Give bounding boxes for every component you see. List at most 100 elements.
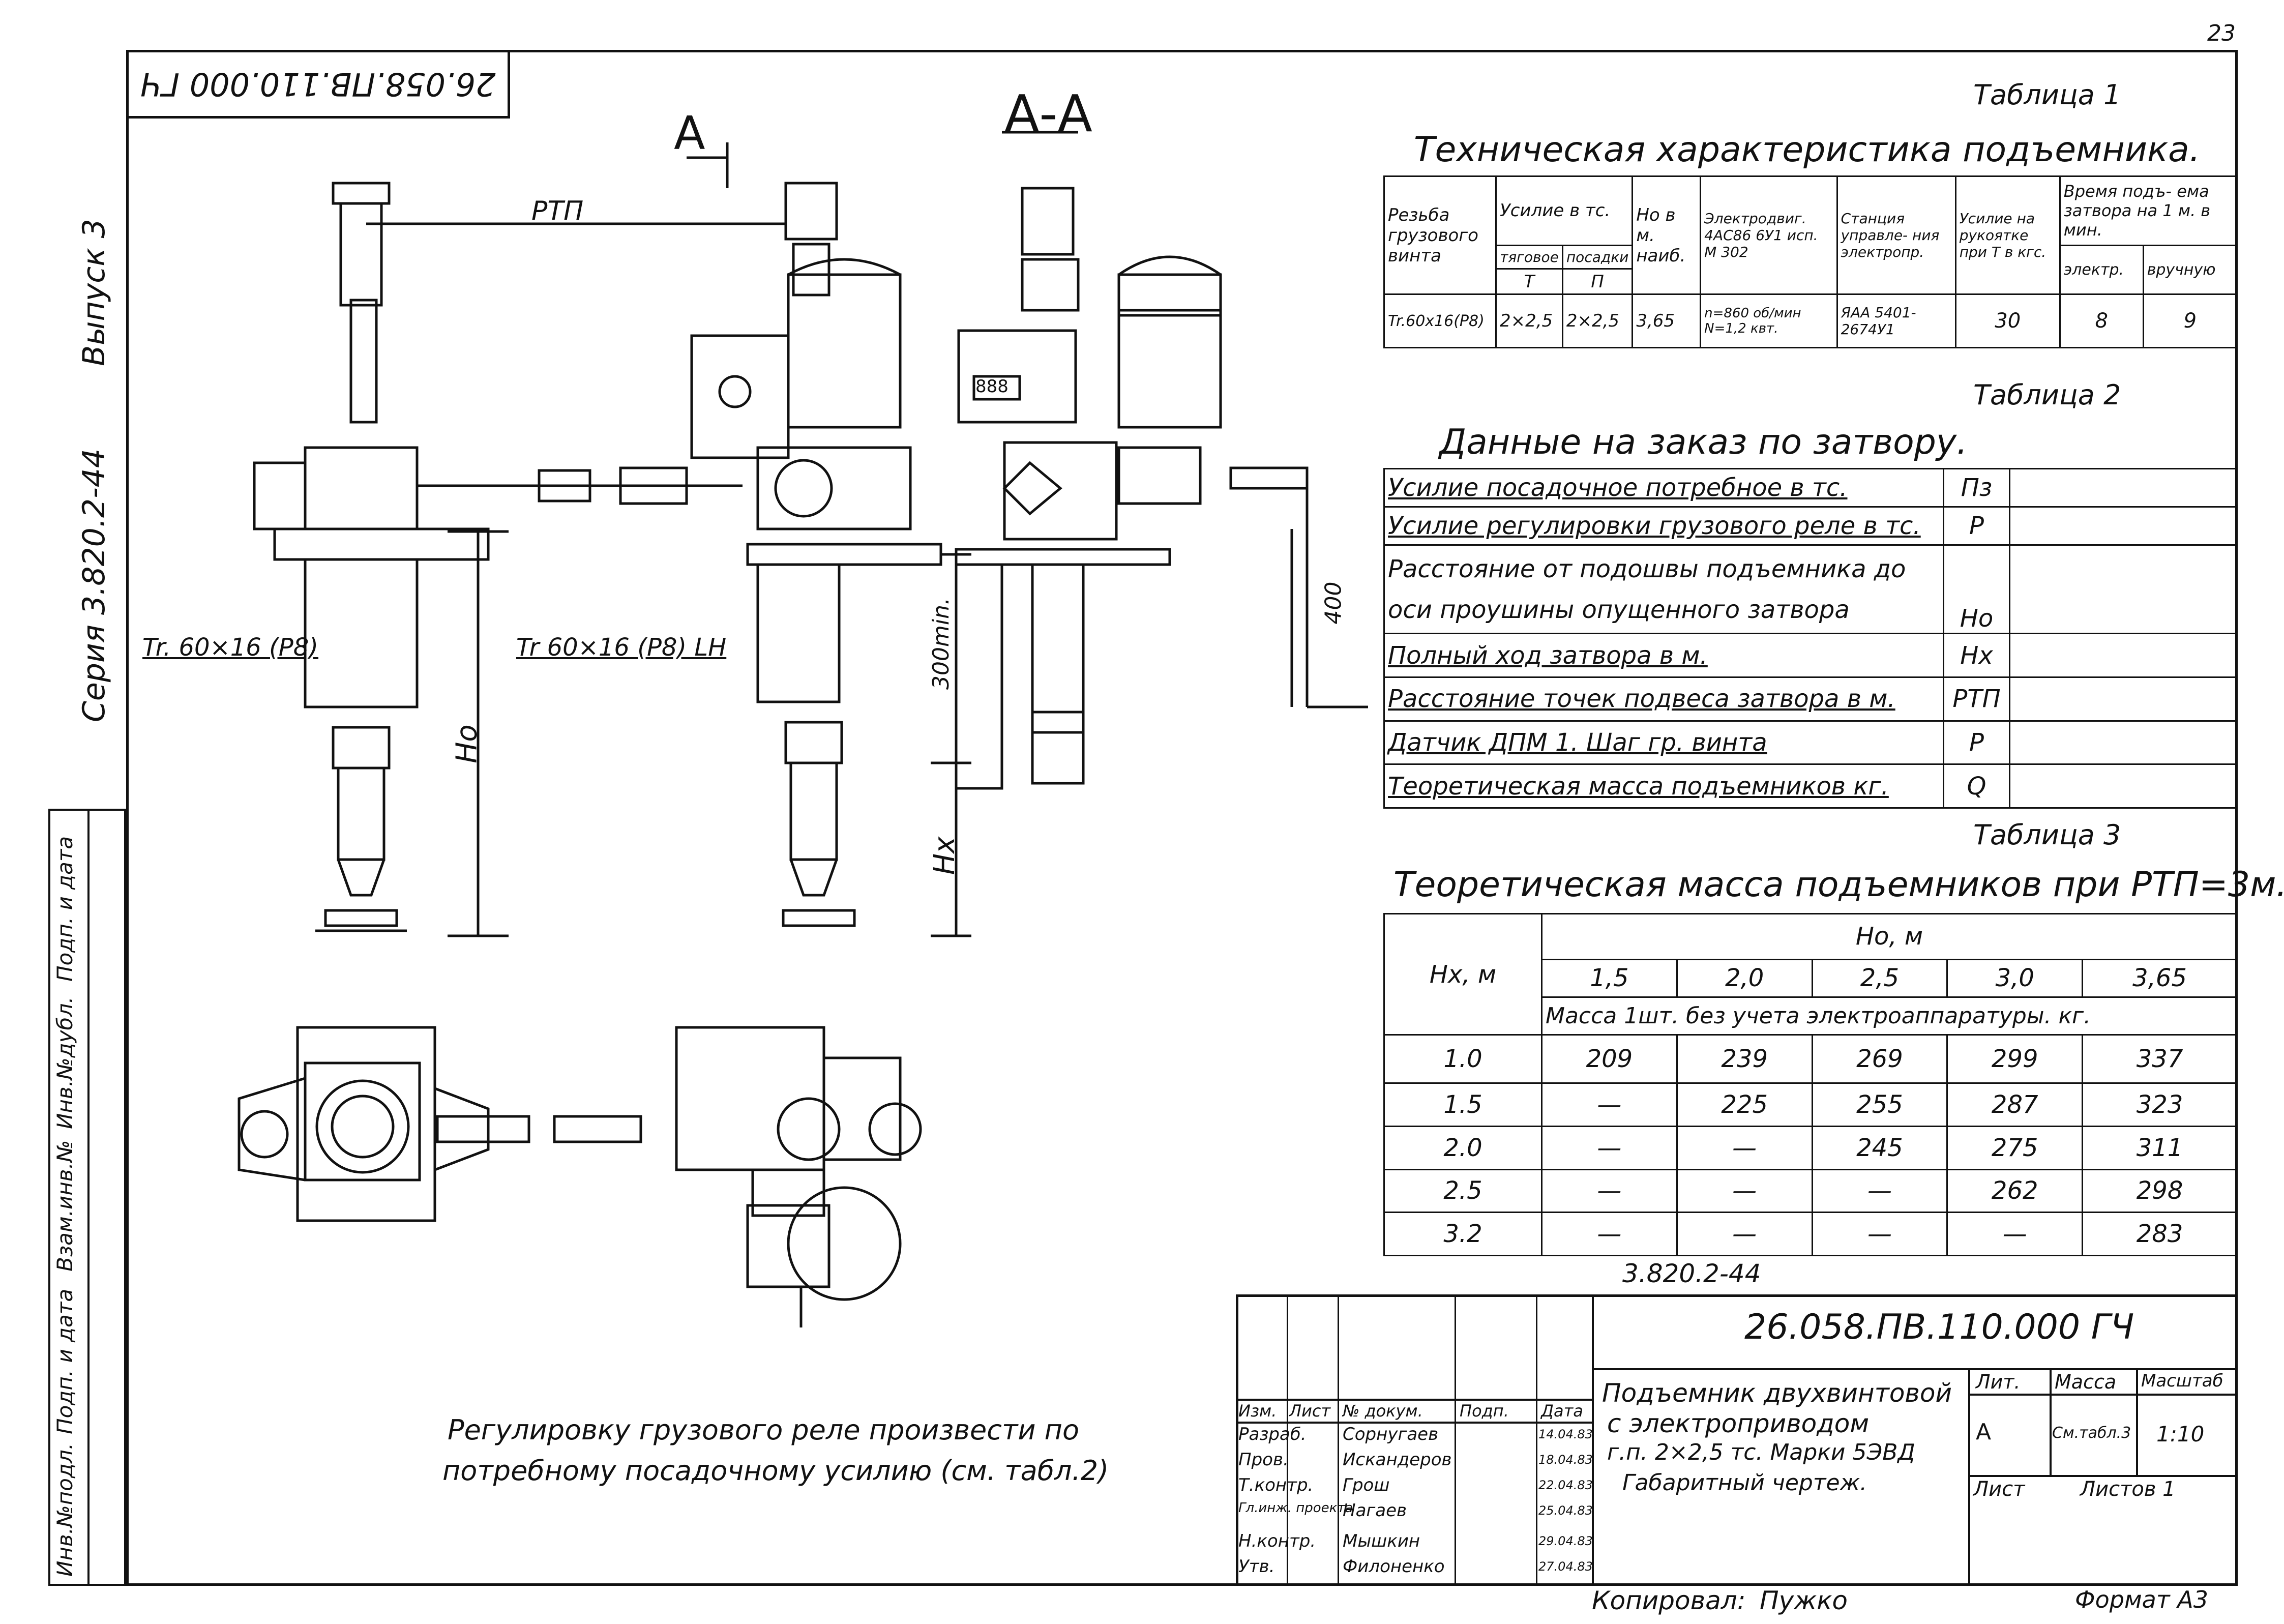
table3-below: 3.820.2-44 [1622,1259,1761,1288]
tb-person: Филоненко [1343,1556,1445,1577]
thread-right: Tr 60×16 (P8) LH [516,633,727,662]
t3-cell: 255 [1811,1082,1948,1127]
t1-cell: 3,65 [1632,293,1702,348]
t1-cell: n=860 об/мин N=1,2 квт. [1700,293,1838,348]
t2-label: Усилие посадочное потребное в тс. [1383,468,1944,508]
drawing-frame [126,50,2238,1586]
tb-head-sign: Подп. [1460,1401,1509,1421]
tb-h-lit: Лит. [1976,1371,2021,1393]
t3-cell: — [1541,1125,1678,1170]
dim-400-label: 400 [1320,581,1347,625]
t3-hx: 2.0 [1383,1125,1543,1170]
page-number: 23 [2207,20,2236,46]
t2-label: Теоретическая масса подъемников кг. [1383,763,1944,809]
t1-h-force-t: тяговое [1495,244,1563,270]
tb-person: Мышкин [1343,1531,1420,1551]
t3-cell: — [1676,1212,1813,1256]
t3-cell: — [1946,1212,2084,1256]
tb-role: Утв. [1238,1556,1275,1577]
t3-cell: 299 [1946,1034,2084,1084]
t3-cell: 337 [2082,1034,2238,1084]
t3-cell: 269 [1811,1034,1948,1084]
tb-date: 29.04.83 [1538,1534,1593,1548]
tb-person: Сорнугаев [1343,1424,1439,1444]
t3-col: 3,65 [2082,958,2238,998]
section-mark: А [674,107,705,160]
t3-cell: 298 [2082,1168,2238,1214]
t2-sym: Ho [1943,544,2010,635]
t2-sym: Q [1943,763,2010,809]
t3-hx: 1.5 [1383,1082,1543,1127]
title-name-3: г.п. 2×2,5 тс. Марки 5ЭВД [1607,1439,1915,1465]
t3-cell: 287 [1946,1082,2084,1127]
table1: Резьба грузового винта Усилие в тс. Ho в… [1383,175,2238,348]
t2-label: Расстояние от подошвы подъемника до оси … [1383,544,1944,635]
footer-format: Формат А3 [2075,1586,2208,1613]
tb-person: Нагаев [1343,1500,1407,1521]
tb-head-doc: № докум. [1343,1401,1423,1421]
rtp-label: РТП [531,196,584,226]
t3-cell: — [1541,1168,1678,1214]
tb-role: Разраб. [1238,1424,1307,1444]
t2-sym: P [1943,720,2010,765]
t1-cell: 8 [2059,293,2144,348]
t1-h-force: Усилие в тс. [1495,175,1634,246]
t1-cell: 2×2,5 [1561,293,1634,348]
table2-caption: Таблица 2 [1973,379,2121,411]
table3-caption: Таблица 3 [1973,819,2121,851]
tb-head-list: Лист [1289,1401,1331,1421]
tb-sheets: Листов 1 [2080,1478,2176,1501]
t3-cell: 323 [2082,1082,2238,1127]
hx-dim-label: Hx [928,836,962,875]
t1-cell: ЯАА 5401- 2674У1 [1836,293,1956,348]
t1-h-motor: Электродвиг. 4АС86 6У1 исп. М 302 [1700,175,1838,296]
tb-person: Грош [1343,1475,1390,1495]
dim-300-label: 300min. [928,598,954,690]
title-code: 26.058.ПВ.110.000 ГЧ [1744,1307,2134,1347]
tb-mass: См.табл.3 [2052,1424,2131,1442]
t2-label: Расстояние точек подвеса затвора в м. [1383,676,1944,722]
t3-cell: 262 [1946,1168,2084,1214]
t3-cell: — [1676,1168,1813,1214]
table1-title: Техническая характеристика подъемника. [1414,130,2201,170]
tb-role: Гл.инж. проекта [1238,1500,1353,1516]
tb-sheet: Лист [1973,1478,2025,1501]
ho-dim-label: Ho [450,724,484,763]
tb-role: Т.контр. [1238,1475,1314,1495]
t1-h-handle: Усилие на рукоятке при Т в кгс. [1954,175,2061,296]
title-block [1236,1294,2238,1586]
tb-scale: 1:10 [2156,1422,2205,1446]
t3-cell: 275 [1946,1125,2084,1170]
tb-head-date: Дата [1541,1401,1583,1421]
t1-cell: 2×2,5 [1495,293,1563,348]
title-name-2: с электроприводом [1607,1409,1870,1438]
t3-col: 1,5 [1541,958,1678,998]
t3-hx: 3.2 [1383,1212,1543,1256]
t1-cell: Tr.60x16(P8) [1383,293,1497,348]
title-name-1: Подъемник двухвинтовой [1602,1378,1952,1408]
thread-left: Tr. 60×16 (P8) [142,633,319,662]
margin-stamp [48,809,126,1586]
tb-head-izm: Изм. [1238,1401,1277,1421]
t2-label: Усилие регулировки грузового реле в тс. [1383,506,1944,546]
t1-h-time: Время подъ- ема затвора на 1 м. в мин. [2059,175,2238,246]
t3-cell: 225 [1676,1082,1813,1127]
tb-lit: А [1976,1419,1992,1445]
t1-h-ho: Ho в м. наиб. [1632,175,1702,296]
t3-hx: 2.5 [1383,1168,1543,1214]
t3-cell: — [1676,1125,1813,1170]
t3-col: 2,0 [1676,958,1813,998]
tb-person: Искандеров [1343,1450,1452,1470]
tb-role: Пров. [1238,1450,1289,1470]
title-name-4: Габаритный чертеж. [1622,1470,1867,1496]
table3-title: Теоретическая масса подъемников при РТП=… [1393,865,2284,905]
footer-copied: Копировал: [1592,1586,1746,1615]
t1-cell: 30 [1954,293,2061,348]
t3-h-ho: Ho, м [1541,913,2238,960]
t3-cell: 311 [2082,1125,2238,1170]
counter-display: 888 [975,376,1008,397]
footer-copier: Пужко [1760,1586,1848,1615]
t1-h-station: Станция управле- ния электропр. [1836,175,1956,296]
t3-col: 2,5 [1811,958,1948,998]
